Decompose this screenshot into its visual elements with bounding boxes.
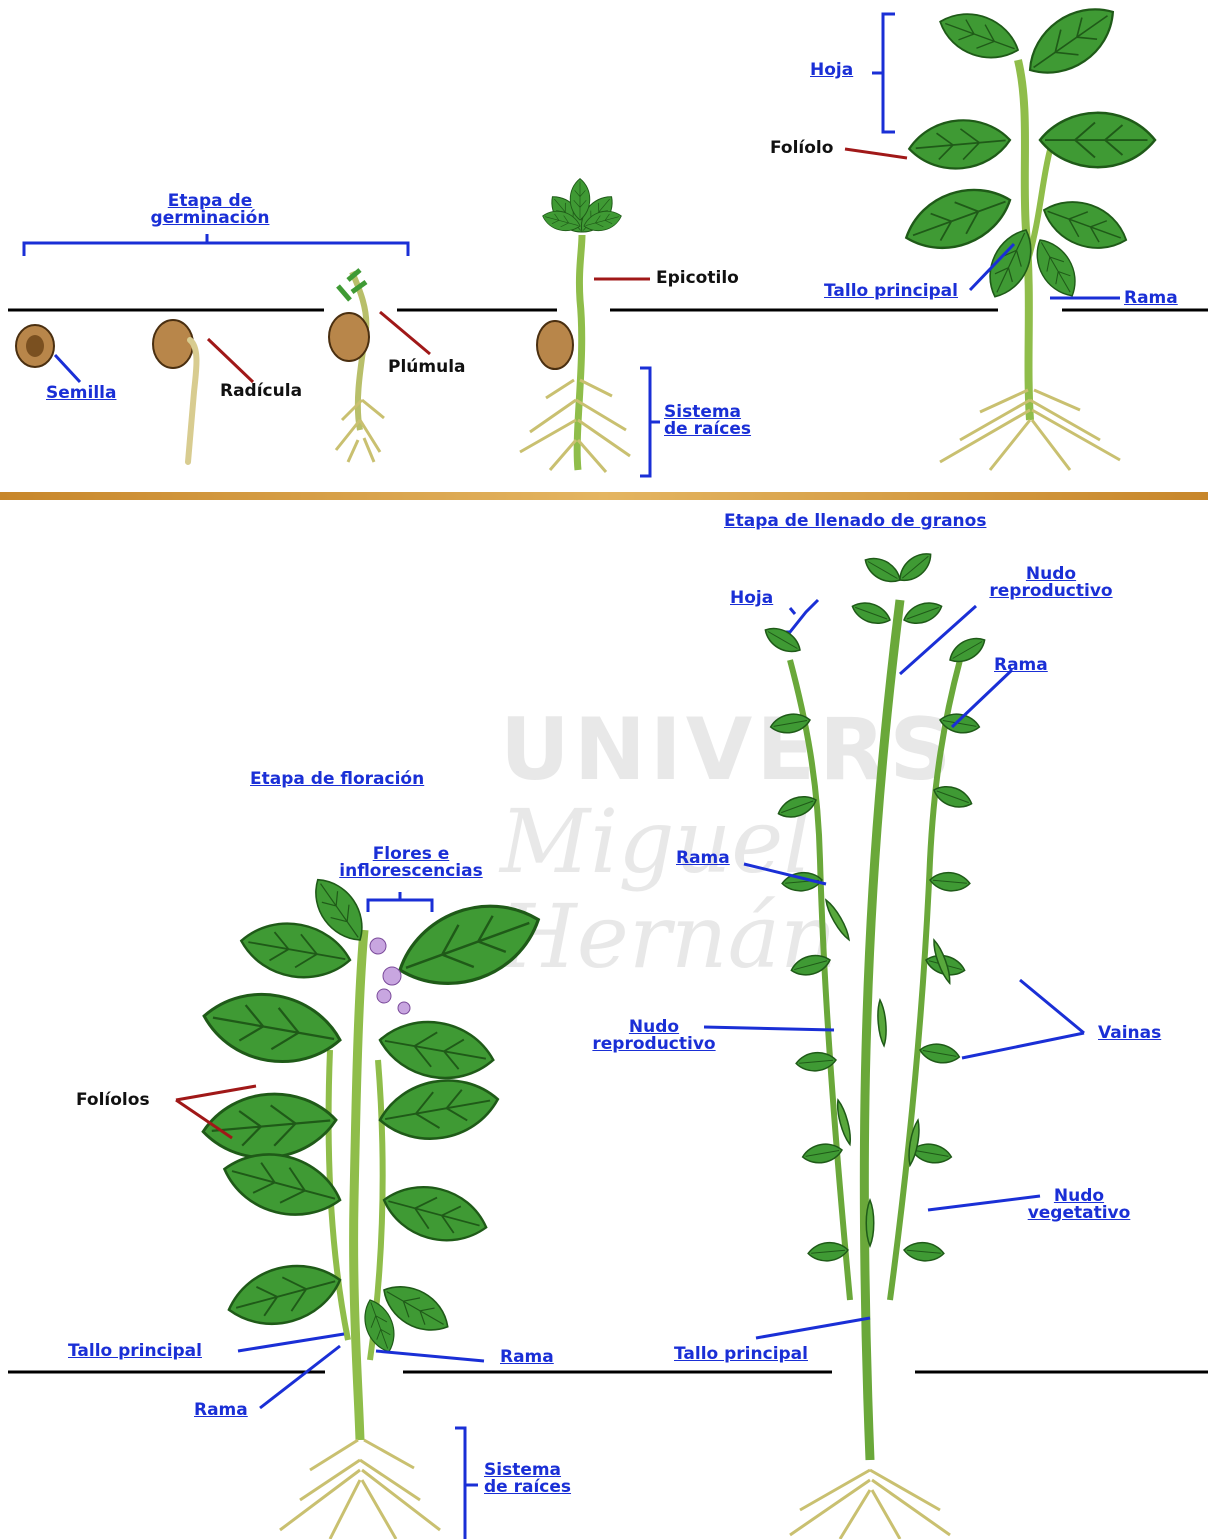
leaf-label-bottom[interactable]: Hoja [730,590,773,607]
repro-node-label-top[interactable]: Nudo reproductivo [974,566,1128,600]
epicotyl-label: Epicotilo [656,270,739,287]
plumule-label: Plúmula [388,359,466,376]
root-system-label-top[interactable]: Sistema de raíces [664,404,751,438]
repro-node-label-mid[interactable]: Nudo reproductivo [578,1019,730,1053]
branch-label-grain-mid[interactable]: Rama [676,850,730,867]
root-system-bottom-line2: de raíces [484,1479,571,1496]
leaf-bracket-top [872,14,895,132]
germination-bracket [24,234,408,256]
radicle-seedling-drawing [153,320,197,462]
flowering-stage-title[interactable]: Etapa de floración [250,771,424,788]
flowers-label[interactable]: Flores e inflorescencias [320,846,502,880]
branch-label-flowering-left[interactable]: Rama [194,1402,248,1419]
veg-node-line2: vegetativo [1016,1205,1142,1222]
radicle-label: Radícula [220,383,302,400]
pointer-lines-blue [55,244,1120,1408]
flowering-plant-drawing [198,870,550,1539]
branch-label-top[interactable]: Rama [1124,290,1178,307]
leaflets-label: Folíolos [76,1092,150,1109]
germination-title-line2: germinación [144,210,276,227]
flowers-line2: inflorescencias [320,863,502,880]
leaf-bracket-bottom [780,600,818,632]
main-stem-label-flowering[interactable]: Tallo principal [68,1343,202,1360]
brackets [24,14,895,1539]
section-divider [0,492,1208,500]
main-stem-label-top[interactable]: Tallo principal [824,283,958,300]
epicotyl-seedling-drawing [520,179,630,472]
root-system-top-line2: de raíces [664,421,751,438]
germination-stage-title[interactable]: Etapa de germinación [144,193,276,227]
grain-fill-stage-title[interactable]: Etapa de llenado de granos [724,513,986,530]
plumule-seedling-drawing [329,270,384,462]
leaf-label-top[interactable]: Hoja [810,62,853,79]
seed-drawing [16,325,54,367]
root-bracket-top [640,368,660,476]
repro-node-mid-line2: reproductivo [578,1036,730,1053]
pods-label[interactable]: Vainas [1098,1025,1161,1042]
flowers-bracket [368,892,432,912]
seed-label[interactable]: Semilla [46,385,116,402]
main-stem-label-grain[interactable]: Tallo principal [674,1346,808,1363]
branch-label-grain-top[interactable]: Rama [994,657,1048,674]
repro-node-top-line2: reproductivo [974,583,1128,600]
branch-label-flowering-right[interactable]: Rama [500,1349,554,1366]
root-bracket-bottom [455,1428,478,1539]
grain-fill-plant-drawing [761,547,989,1539]
leaflet-label: Folíolo [770,140,833,157]
root-system-label-bottom[interactable]: Sistema de raíces [484,1462,571,1496]
young-plant-drawing [897,0,1155,470]
veg-node-label[interactable]: Nudo vegetativo [1016,1188,1142,1222]
